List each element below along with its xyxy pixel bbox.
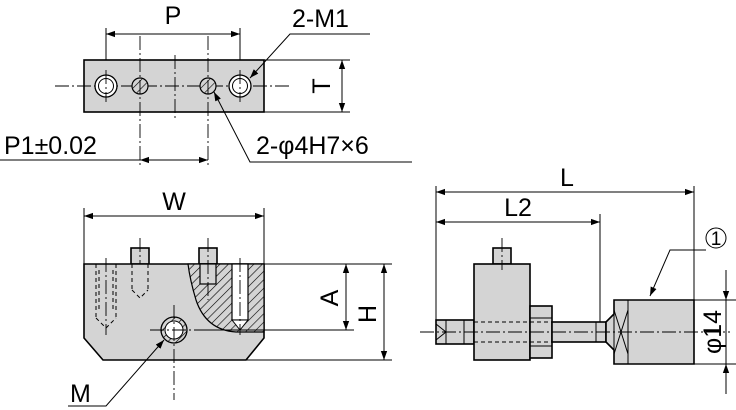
side-view-block [473,263,531,361]
top-view: P 2-M1 T P1±0.02 2-φ4H7×6 [0,2,412,165]
thread-m-label: M [70,380,91,408]
top-view-pin-left [131,36,149,165]
item-1-balloon [705,227,727,249]
item-1-label: 1 [711,229,722,250]
thread-2-m1-label: 2-M1 [292,5,349,33]
dimension-phi14-label: φ14 [699,310,727,354]
front-view-hole-m [150,305,198,400]
dimension-p-label: P [165,2,182,30]
pin-hole-label: 2-φ4H7×6 [256,132,369,160]
dimension-h-label: H [354,305,382,323]
dimension-w-label: W [162,188,186,216]
front-view: W A H M [68,188,392,408]
top-view-tapped-hole-right [228,70,252,102]
dimension-l2-label: L2 [504,194,532,222]
dimension-a-label: A [316,289,344,306]
top-view-tapped-hole-left [94,70,118,102]
side-view: L L2 1 φ14 [420,164,736,394]
dimension-l-label: L [560,164,574,192]
top-view-pin-right [199,36,217,165]
dimension-t-label: T [308,78,336,93]
dimension-p1-label: P1±0.02 [4,132,97,160]
